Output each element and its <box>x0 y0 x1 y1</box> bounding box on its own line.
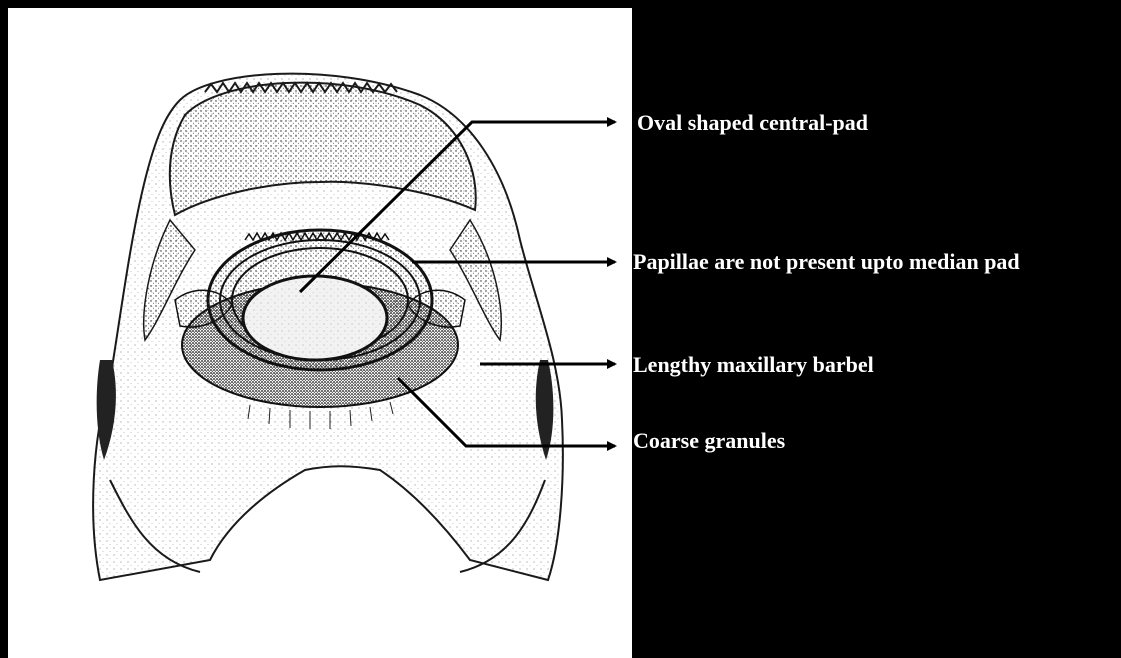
label-central-pad: Oval shaped central-pad <box>637 110 868 135</box>
label-barbel: Lengthy maxillary barbel <box>633 352 874 377</box>
label-papillae: Papillae are not present upto median pad <box>633 249 1020 274</box>
label-granules: Coarse granules <box>633 428 786 453</box>
